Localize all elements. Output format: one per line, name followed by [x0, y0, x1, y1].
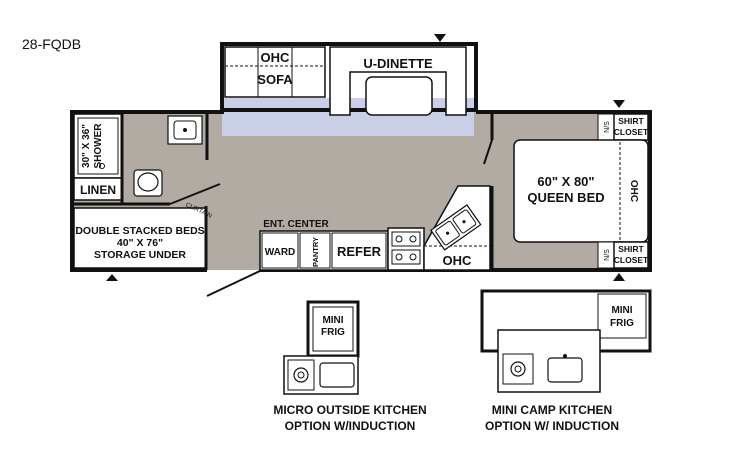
- sofa: OHC SOFA: [224, 46, 326, 98]
- induction-burner-icon: [293, 367, 309, 383]
- shirt-closet-top-label-2: CLOSET: [614, 127, 649, 137]
- kitchen-row: ENT. CENTER WARD PANTRY REFER OHC: [259, 185, 491, 271]
- stove-icon: [387, 227, 425, 271]
- queen-size-label: 60" X 80": [537, 174, 594, 189]
- bunk-beds: DOUBLE STACKED BEDS 40" X 76" STORAGE UN…: [73, 201, 213, 270]
- option1-title: MICRO OUTSIDE KITCHEN: [273, 403, 426, 417]
- pantry-label: PANTRY: [311, 237, 320, 267]
- ent-center-label: ENT. CENTER: [263, 219, 329, 230]
- queen-bed-label: QUEEN BED: [527, 190, 604, 205]
- mini-frig-1-label: MINI: [322, 315, 343, 326]
- camp-induction-icon: [510, 361, 526, 377]
- shower-size-label: 30" X 36": [81, 124, 92, 168]
- bedroom: N/S SHIRT CLOSET 60" X 80" QUEEN BED OHC…: [513, 100, 649, 281]
- shirt-closet-bottom-label-2: CLOSET: [614, 255, 649, 265]
- bunks-size-label: 40" X 76": [117, 237, 163, 249]
- shirt-closet-top-label: SHIRT: [618, 116, 644, 126]
- ohc-bed-label: OHC: [628, 180, 639, 202]
- bunk-marker-icon: [106, 274, 118, 281]
- bath-door: [169, 183, 221, 205]
- option2-title: MINI CAMP KITCHEN: [492, 403, 612, 417]
- kitchen-sink-icon: [430, 204, 482, 251]
- queen-bed: [513, 139, 649, 243]
- shower-label: SHOWER: [93, 123, 104, 169]
- mini-frig-2-label: MINI: [611, 305, 632, 316]
- slide-marker-icon: [434, 34, 446, 42]
- option-micro-outside-kitchen: MINI FRIG MICRO OUTSIDE KITCHEN OPTION W…: [273, 300, 427, 433]
- bath-sink-icon: [167, 115, 203, 145]
- refer-label: REFER: [337, 244, 382, 259]
- ohc-kitchen-label: OHC: [443, 253, 473, 268]
- ns-bottom-label: N/S: [604, 249, 611, 261]
- entry-door: [206, 269, 263, 297]
- ohc-top-label: OHC: [261, 50, 291, 65]
- toilet-icon: [133, 169, 163, 197]
- mini-frig-1-label-2: FRIG: [321, 327, 345, 338]
- ns-top-label: N/S: [604, 121, 611, 133]
- ward-label: WARD: [265, 247, 296, 258]
- shirt-closet-bottom-label: SHIRT: [618, 244, 644, 254]
- mini-frig-2-label-2: FRIG: [610, 318, 634, 329]
- bathroom: 30" X 36" SHOWER LINEN: [72, 112, 221, 206]
- bunks-storage-label: STORAGE UNDER: [94, 249, 186, 261]
- model-number: 28-FQDB: [22, 36, 82, 52]
- bedroom-slide-marker-icon: [613, 100, 625, 108]
- u-dinette: U-DINETTE: [329, 46, 467, 116]
- bedroom-bottom-marker-icon: [613, 273, 625, 281]
- sofa-label: SOFA: [257, 72, 293, 87]
- bedroom-door: [483, 139, 493, 165]
- bunks-label: DOUBLE STACKED BEDS: [75, 225, 204, 237]
- linen-label: LINEN: [80, 183, 116, 197]
- option1-subtitle: OPTION W/INDUCTION: [285, 419, 416, 433]
- u-dinette-label: U-DINETTE: [363, 56, 433, 71]
- option2-subtitle: OPTION W/ INDUCTION: [485, 419, 619, 433]
- outside-sink-icon: [319, 362, 355, 388]
- option-mini-camp-kitchen: MINI FRIG MINI CAMP KITCHEN OPTION W/ IN…: [480, 289, 652, 433]
